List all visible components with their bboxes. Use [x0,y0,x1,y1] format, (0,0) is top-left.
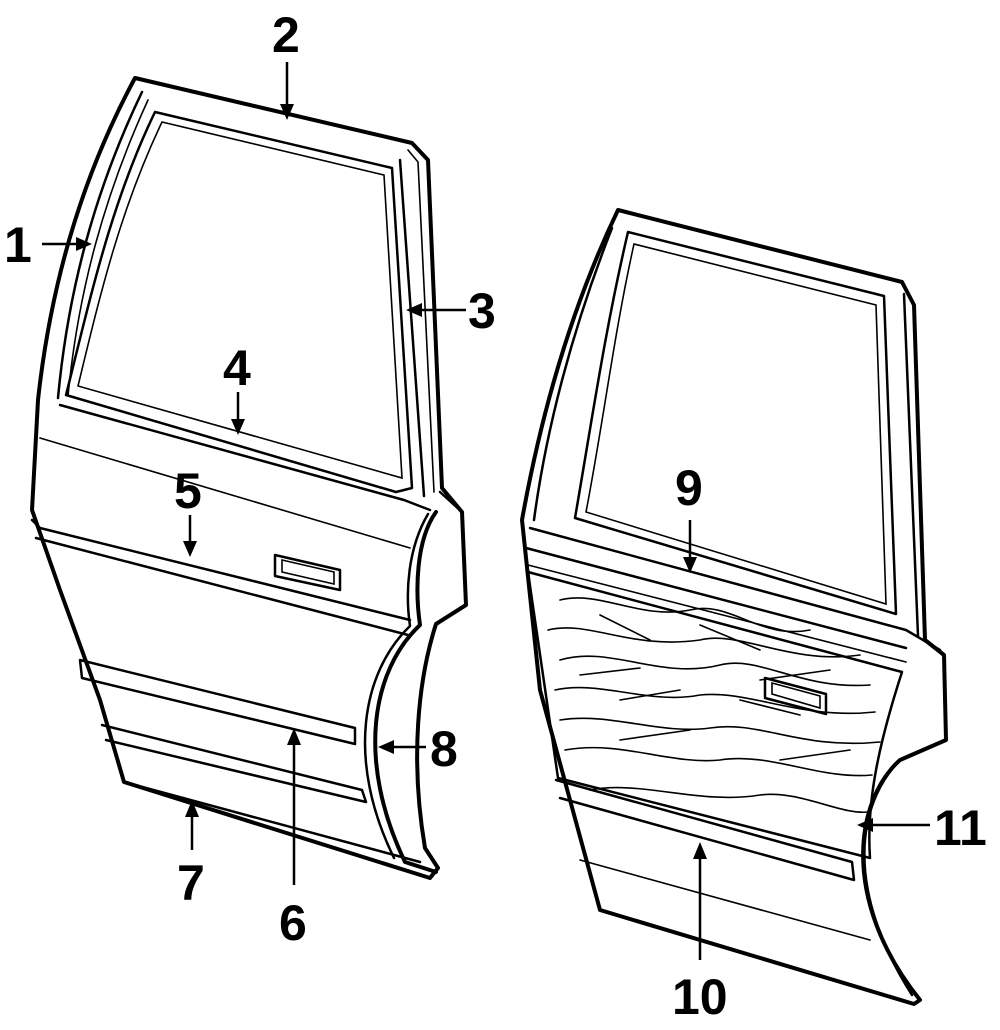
left-window-opening [64,110,414,494]
left-frame-moulding [56,90,144,400]
callout-10: 10 [672,969,728,1025]
left-door-handle-recess [281,558,335,586]
right-trim-texture [547,597,881,813]
right-trim-panel [526,570,904,860]
callout-8: 8 [430,721,458,777]
left-rear-pillar [398,158,426,498]
callout-11: 11 [934,800,987,856]
left-rear-pillar-edge [407,149,435,493]
callout-labels: 1 2 3 4 5 6 7 8 9 10 11 [4,7,987,1025]
right-door-handle-recess [771,681,821,710]
right-rear-cutaway [863,758,914,997]
left-lower-moulding-2 [100,723,368,804]
callout-2: 2 [272,7,300,63]
left-belt-line-lower [39,437,411,549]
callout-3: 3 [468,283,496,339]
callout-4: 4 [223,340,251,396]
right-rear-block [898,638,948,762]
callout-leaders [42,62,930,960]
left-weatherstrip-inner [363,512,430,860]
right-rear-pillar [902,292,920,638]
callout-5: 5 [174,463,202,519]
left-window-opening-inner [77,121,403,480]
right-belt-moulding-2 [524,546,908,650]
left-upper-moulding [30,518,412,622]
left-bottom-edge [122,780,422,864]
left-door-handle [273,553,342,592]
right-window-opening-inner [585,243,887,606]
right-door [520,208,948,1006]
right-belt-moulding-3 [527,564,907,663]
left-lower-moulding [78,658,357,746]
callout-6: 6 [279,895,307,951]
callout-7: 7 [177,855,205,911]
left-door-outline [30,76,468,880]
right-lower-moulding [554,778,856,882]
left-belt-line [58,403,432,512]
callout-1: 1 [4,217,32,273]
right-door-handle [763,676,828,716]
left-frame-moulding-inner [67,99,149,397]
left-door [30,76,468,880]
right-lower-moulding-2 [579,859,871,941]
callout-9: 9 [675,460,703,516]
right-door-outline [520,208,948,1006]
left-upper-moulding-lower [34,536,410,637]
right-frame-front [532,226,614,522]
left-weatherstrip [373,510,438,874]
right-window-opening [573,230,898,616]
left-rear-block [434,490,468,626]
